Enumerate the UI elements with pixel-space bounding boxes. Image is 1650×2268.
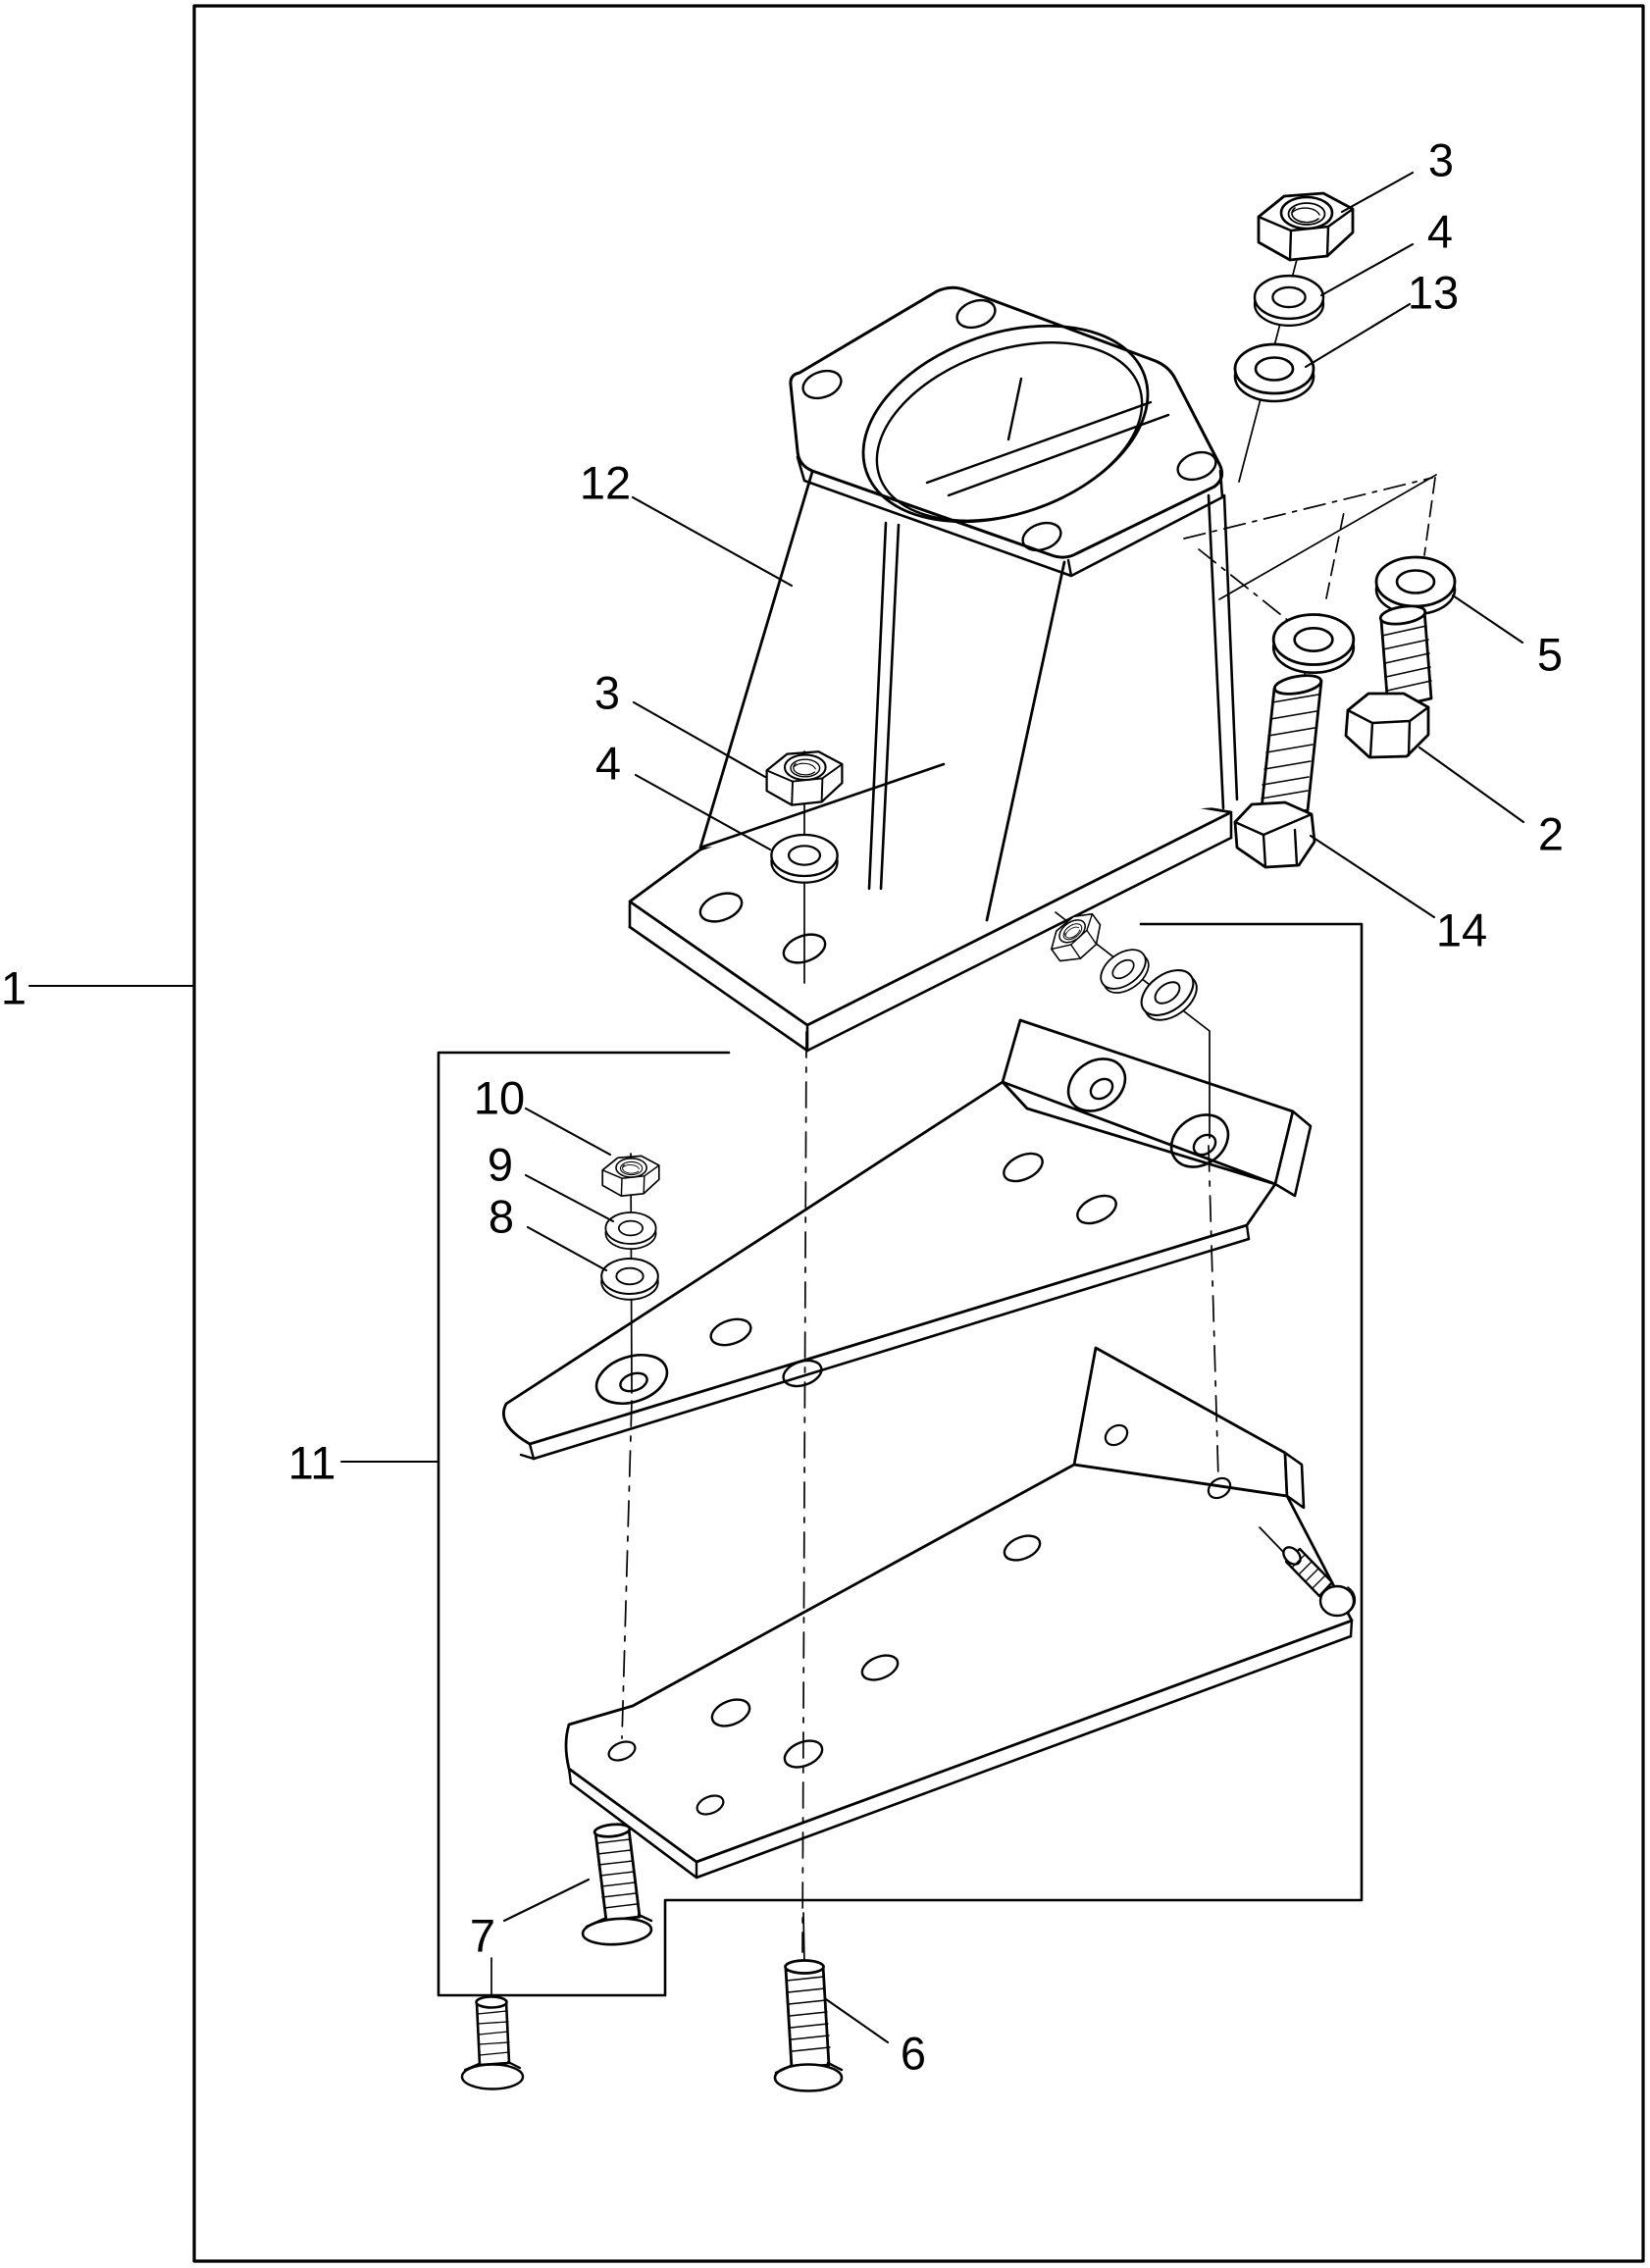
fastener-screw-lip [1282, 1546, 1357, 1618]
callout-12: 12 [579, 456, 632, 509]
callout-11: 11 [287, 1436, 336, 1489]
callout-4-mid: 4 [594, 737, 622, 790]
callout-3-mid: 3 [593, 666, 621, 719]
fastener-washer-14 [1271, 613, 1356, 675]
fastener-washer-9 [604, 1211, 657, 1251]
fastener-nut-10 [601, 1155, 660, 1198]
fastener-screw-7 [581, 1823, 653, 1946]
callout-14: 14 [1435, 903, 1488, 956]
fastener-bolt-2 [1344, 604, 1433, 759]
fastener-screw-6 [773, 1959, 844, 2092]
leader-lines [27, 171, 1525, 2044]
fastener-washer-4-mid [770, 833, 839, 884]
callout-9: 9 [487, 1138, 514, 1191]
callout-7: 7 [469, 1909, 496, 1962]
fastener-bolt-14 [1233, 674, 1323, 869]
fastener-washer-4-top [1253, 274, 1325, 328]
fastener-screw-7-installed [460, 1995, 525, 2090]
part-11-upper-bracket [501, 1018, 1313, 1461]
fastener-washer-13 [1233, 342, 1315, 403]
fastener-nut-3-top [1257, 191, 1355, 262]
callout-4-top: 4 [1426, 205, 1454, 258]
outer-frame [192, 4, 1645, 2263]
fastener-washer-8 [600, 1257, 659, 1301]
callout-10: 10 [473, 1071, 526, 1124]
callout-8: 8 [488, 1190, 515, 1243]
callout-5: 5 [1536, 628, 1564, 681]
callout-1: 1 [0, 961, 27, 1014]
callout-13: 13 [1407, 266, 1460, 319]
callout-2: 2 [1537, 807, 1565, 860]
callout-3-top: 3 [1427, 133, 1455, 186]
part-11-lower-bracket [564, 1346, 1354, 1880]
callout-6: 6 [900, 2027, 927, 2080]
subassembly-11-boundary [437, 922, 1364, 1997]
part-12-tower [628, 285, 1239, 1053]
